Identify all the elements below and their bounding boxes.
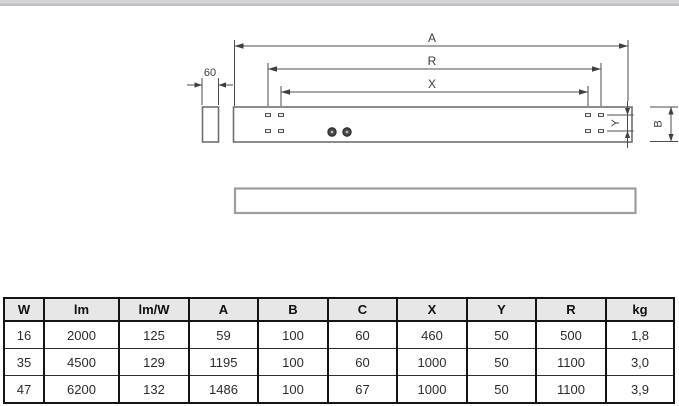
col-header-b: B <box>257 298 328 322</box>
col-header-a: A <box>188 298 258 322</box>
col-header-r: R <box>535 298 606 322</box>
cell-x: 1000 <box>396 375 467 403</box>
end-cap <box>201 106 220 143</box>
cell-a: 59 <box>188 320 258 349</box>
col-header-x: X <box>396 298 467 322</box>
cell-y: 50 <box>466 375 536 403</box>
mounting-slots-right <box>585 113 604 133</box>
dim-y-label: Y <box>610 119 622 127</box>
cell-kg: 3,0 <box>605 348 674 376</box>
cell-r: 1100 <box>535 348 606 376</box>
cell-kg: 1,8 <box>605 320 674 349</box>
technical-drawing: A R X 60 <box>187 31 678 215</box>
cable-entry-grommets <box>327 127 352 137</box>
window-top-bar <box>0 0 679 6</box>
cell-r: 500 <box>535 320 606 349</box>
cell-b: 100 <box>257 375 328 403</box>
cell-w: 16 <box>3 320 44 349</box>
col-header-lmw: lm/W <box>118 298 189 322</box>
spec-table: W lm lm/W A B C X Y R kg 16 2000 125 59 … <box>3 297 675 404</box>
col-header-kg: kg <box>605 298 674 322</box>
cell-lm: 4500 <box>43 348 119 376</box>
dimension-x: X <box>280 77 589 106</box>
dimension-60: 60 <box>187 67 233 105</box>
cell-lmw: 129 <box>118 348 189 376</box>
cell-y: 50 <box>466 320 536 349</box>
dim-60-label: 60 <box>204 67 216 79</box>
dimension-y: Y <box>607 101 634 148</box>
cell-w: 35 <box>3 348 44 376</box>
dim-r-label: R <box>428 54 437 68</box>
col-header-lm: lm <box>43 298 119 322</box>
cell-b: 100 <box>257 348 328 376</box>
dim-a-label: A <box>428 31 436 45</box>
cell-kg: 3,9 <box>605 375 674 403</box>
dimension-a: A <box>234 31 629 106</box>
cell-w: 47 <box>3 375 44 403</box>
dimension-r: R <box>267 54 602 106</box>
spec-table-row: 16 2000 125 59 100 60 460 50 500 1,8 <box>3 320 674 349</box>
cell-lmw: 132 <box>118 375 189 403</box>
cell-lm: 6200 <box>43 375 119 403</box>
cell-lmw: 125 <box>118 320 189 349</box>
spec-table-row: 35 4500 129 1195 100 60 1000 50 1100 3,0 <box>3 348 674 376</box>
cell-x: 460 <box>396 320 467 349</box>
cell-a: 1486 <box>188 375 258 403</box>
dim-b-label: B <box>653 120 665 127</box>
cell-b: 100 <box>257 320 328 349</box>
cell-x: 1000 <box>396 348 467 376</box>
col-header-w: W <box>3 298 44 322</box>
cell-lm: 2000 <box>43 320 119 349</box>
dimension-b: B <box>650 106 678 142</box>
profile-bottom-view <box>233 187 637 215</box>
mounting-slots-left <box>265 113 284 133</box>
cell-y: 50 <box>466 348 536 376</box>
luminaire-body <box>232 106 633 143</box>
cell-c: 60 <box>327 348 397 376</box>
cell-c: 67 <box>327 375 397 403</box>
cell-r: 1100 <box>535 375 606 403</box>
col-header-y: Y <box>466 298 536 322</box>
spec-table-header-row: W lm lm/W A B C X Y R kg <box>3 298 674 322</box>
spec-table-row: 47 6200 132 1486 100 67 1000 50 1100 3,9 <box>3 375 674 403</box>
cell-c: 60 <box>327 320 397 349</box>
dim-x-label: X <box>428 77 436 91</box>
cell-a: 1195 <box>188 348 258 376</box>
col-header-c: C <box>327 298 397 322</box>
